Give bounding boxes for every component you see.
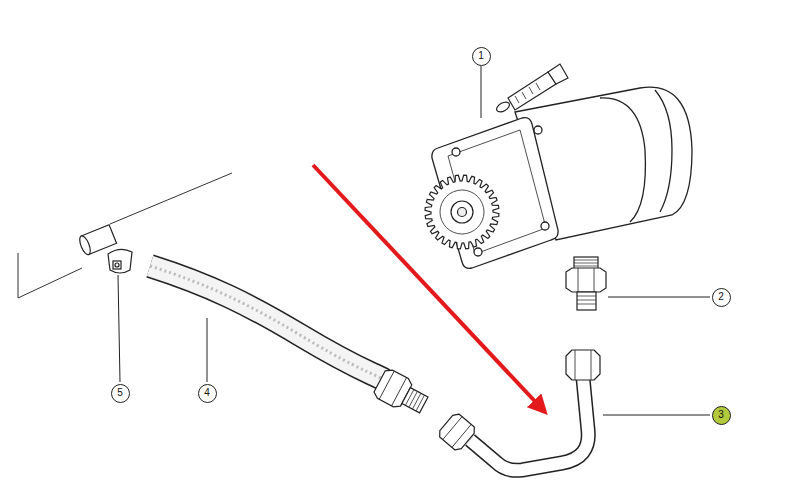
callout-circle: 5	[111, 384, 130, 403]
pump-gear	[425, 175, 499, 249]
hose	[402, 388, 428, 413]
bent-pipe	[443, 417, 471, 448]
hose-clamp	[108, 249, 132, 273]
pump-gear	[425, 175, 499, 249]
callout-number: 3	[718, 410, 724, 420]
fitting	[566, 257, 606, 310]
hose	[150, 266, 385, 380]
bolt	[515, 83, 540, 103]
pump-body	[474, 248, 482, 256]
hose	[150, 266, 385, 380]
bent-pipe	[437, 412, 478, 453]
fitting	[578, 268, 594, 292]
fitting	[577, 292, 596, 310]
bent-pipe	[437, 350, 600, 470]
fitting	[577, 296, 596, 304]
callout-number: 2	[718, 292, 724, 302]
hose-clamp	[115, 263, 119, 267]
bolt	[508, 72, 556, 110]
wall-lines	[110, 173, 232, 224]
pump-body	[452, 148, 460, 156]
pump-body	[534, 126, 542, 134]
bent-pipe	[470, 378, 588, 470]
hose	[150, 266, 385, 380]
pointer-arrow	[313, 165, 545, 412]
hose	[379, 371, 406, 406]
bolt	[495, 64, 568, 114]
wall-lines	[18, 268, 82, 298]
callout-number: 4	[204, 388, 210, 398]
leader-lines	[118, 275, 120, 382]
leader-lines	[603, 415, 710, 416]
bent-pipe	[470, 378, 588, 470]
fitting	[574, 260, 598, 266]
pump-gear	[451, 201, 473, 223]
pump-gear	[458, 208, 467, 217]
pump-body	[541, 222, 549, 230]
hose	[372, 367, 431, 419]
bent-pipe	[566, 350, 600, 380]
fitting	[566, 268, 606, 292]
pump-gear	[440, 190, 484, 234]
hose-clamp	[108, 249, 132, 273]
leader-lines	[481, 66, 482, 118]
nozzle	[78, 234, 93, 256]
hose-clamp	[113, 261, 121, 269]
hose	[405, 389, 424, 411]
callout-circle: 1	[472, 47, 491, 66]
leader-lines	[118, 66, 710, 415]
bent-pipe	[437, 412, 478, 453]
hose	[150, 266, 431, 419]
callout-number: 5	[117, 388, 123, 398]
wall-lines	[18, 253, 19, 298]
pump-body	[600, 98, 645, 222]
nozzle	[78, 225, 117, 256]
bent-pipe	[575, 350, 591, 380]
bolt	[548, 64, 568, 84]
nozzle	[78, 225, 117, 256]
leader-lines	[207, 318, 208, 382]
callout-circle: 3	[712, 406, 731, 425]
callout-circle: 4	[198, 384, 217, 403]
bolt	[495, 100, 511, 114]
leader-lines	[608, 297, 710, 298]
callout-number: 1	[478, 51, 484, 61]
callout-circle: 2	[712, 288, 731, 307]
pump-body	[655, 90, 672, 212]
